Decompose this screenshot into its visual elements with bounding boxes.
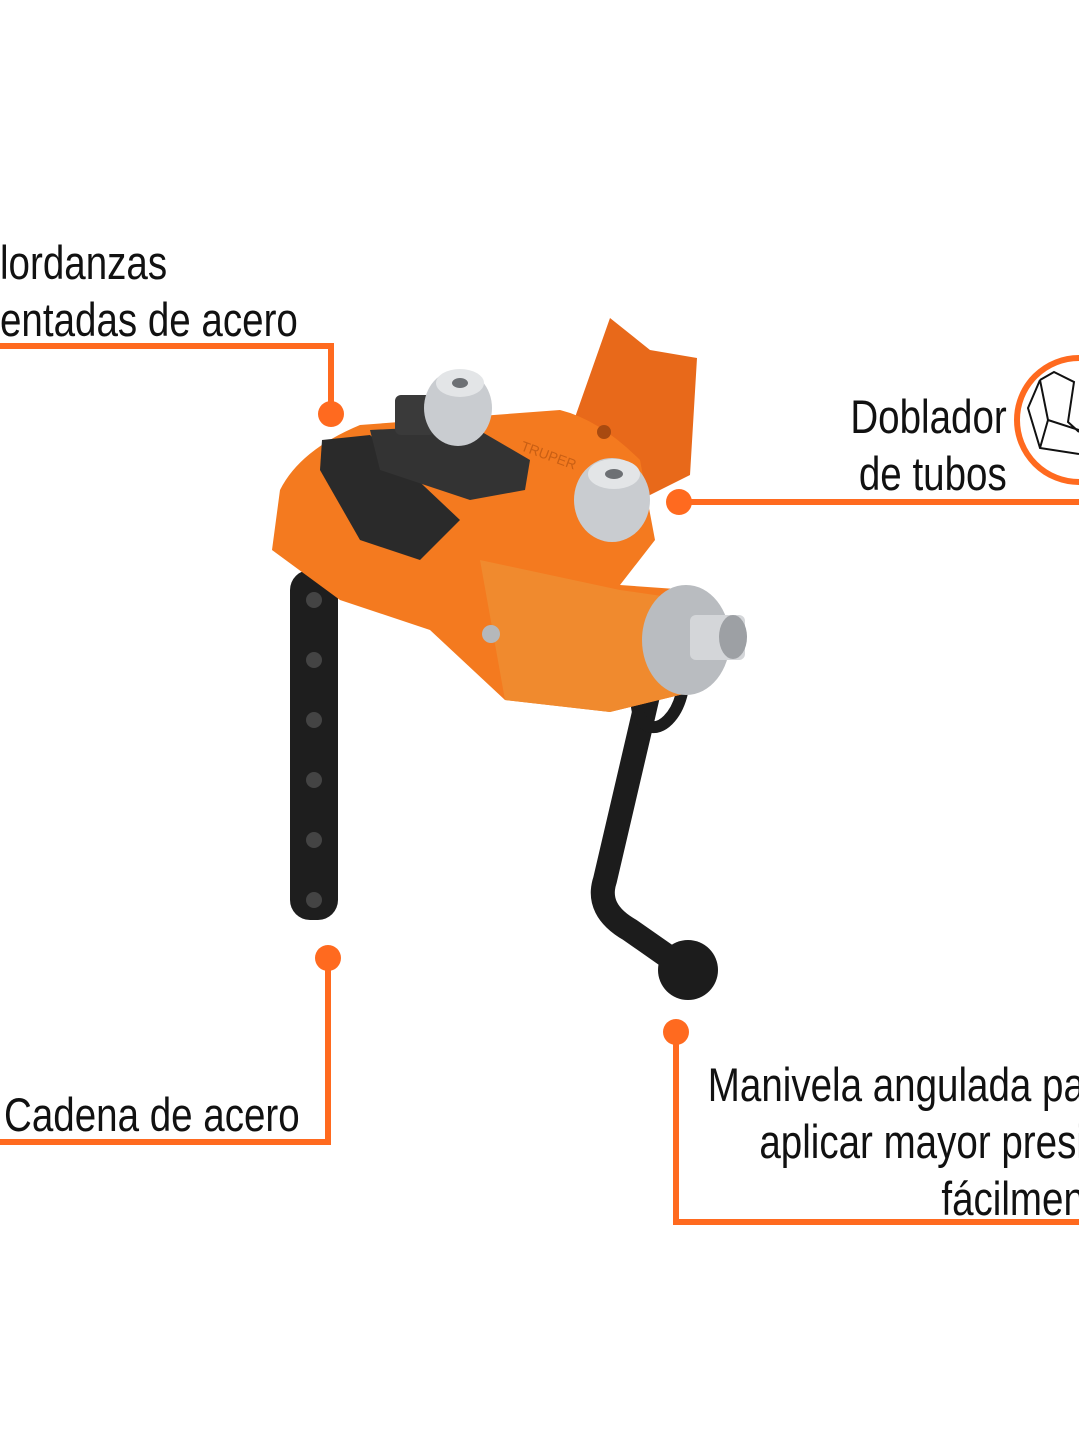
callout-text-line: lordanzas xyxy=(0,236,168,289)
callout-dots xyxy=(315,401,692,1045)
callout-text-line: de tubos xyxy=(859,447,1007,500)
feed-screw xyxy=(642,585,747,695)
steel-chain xyxy=(290,570,338,920)
callout-text-line: fácilmen xyxy=(941,1172,1079,1225)
callout-cadena: Cadena de acero xyxy=(4,1086,300,1143)
callout-lines xyxy=(0,343,1079,1225)
callout-text-line: aplicar mayor presi xyxy=(759,1115,1079,1168)
callout-manivela: Manivela angulada pa aplicar mayor presi… xyxy=(708,1056,1079,1227)
handle-knob xyxy=(658,940,718,1000)
callout-line-mordazas xyxy=(0,343,334,412)
callout-line-cadena xyxy=(0,958,331,1145)
callout-text-line: Cadena de acero xyxy=(4,1088,300,1141)
pipe-bender-icon xyxy=(1026,370,1079,455)
callout-doblador: Doblador de tubos xyxy=(851,388,1007,502)
callout-text-line: Manivela angulada pa xyxy=(707,1058,1079,1111)
bending-rollers xyxy=(424,369,650,542)
pipe-bender-icon-ring xyxy=(1014,355,1079,485)
steel-jaws xyxy=(320,395,530,560)
callout-mordazas: lordanzas entadas de acero xyxy=(0,234,298,348)
callout-text-line: entadas de acero xyxy=(0,293,298,346)
callout-line-manivela xyxy=(673,1032,1079,1225)
callout-text-line: Doblador xyxy=(850,390,1007,443)
